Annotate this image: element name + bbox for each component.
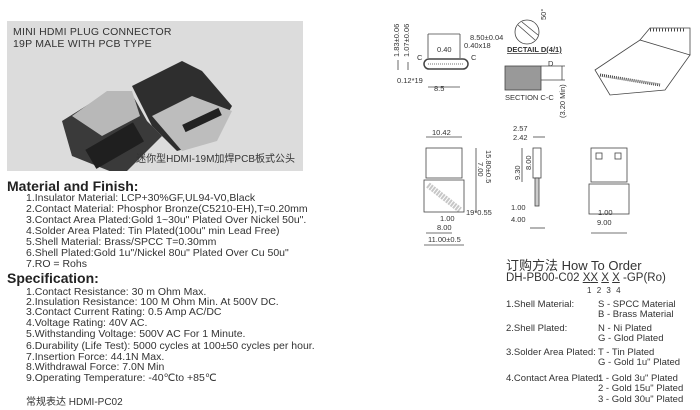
bottom-view-body [590,147,628,183]
material-item: 6.Shell Plated:Gold 1u"/Nickel 80u" Plat… [26,247,289,259]
dim-text: D [548,59,554,68]
specification-heading: Specification: [7,270,99,286]
bottom-view-pins [588,183,630,215]
material-item: 1.Insulator Material: LCP+30%GF,UL94-V0,… [26,192,256,204]
dim-text: C [471,53,477,62]
dim-text: 4.00 [511,215,526,224]
dim-text: 1.83±0.06 [392,24,401,57]
spec-item: 8.Withdrawal Force: 7.0N Min [26,361,165,373]
spec-item: 3.Contact Current Rating: 0.5 Amp AC/DC [26,306,222,318]
order-group-label: 4.Contact Area Plated: [506,373,602,384]
dim-text: 7.00 [476,162,485,177]
spec-item: 5.Withstanding Voltage: 500V AC For 1 Mi… [26,328,246,340]
dim-text: 9.30 [513,165,522,180]
code-slot-3: X [601,272,609,284]
spec-item: 2.Insulation Resistance: 100 M Ohm Min. … [26,296,279,308]
material-item: 2.Contact Material: Phosphor Bronze(C521… [26,203,308,215]
code-slot-4: X [612,272,620,284]
side-view-body [532,147,542,179]
dim-text: 2.57 [513,124,528,133]
connector-photo-illustration [62,61,232,176]
order-option: N - Ni Plated [598,323,652,334]
material-item: 3.Contact Area Plated:Gold 1~30u" Plated… [26,214,307,226]
order-group-label: 3.Solder Area Plated: [506,347,596,358]
product-title-line1: MINI HDMI PLUG CONNECTOR [13,26,172,38]
order-option: G - Gold 1u" Plated [598,357,681,368]
detail-label: DECTAIL D(4/1) [507,45,562,54]
dim-text: 2.42 [513,133,528,142]
model-footer: 常规表达 HDMI-PC02 [26,397,123,408]
order-option: G - Glod Plated [598,333,664,344]
top-view-body [425,147,463,179]
dim-text: 10.42 [432,128,451,137]
dim-text: 0.40x18 [464,41,491,50]
dim-text: 0.12*19 [397,76,423,85]
position-3: 3 [606,286,611,295]
order-option: 2 - Gold 15u" Plated [598,383,684,394]
material-item: 7.RO = Rohs [26,258,87,270]
dim-text: 1.00 [440,214,455,223]
section-view [504,65,542,91]
top-view-pins [423,179,465,213]
order-heading: 订购方法 How To Order [506,258,642,273]
dim-text: 11.00±0.5 [428,235,461,244]
spec-item: 9.Operating Temperature: -40℃to +85℃ [26,372,217,384]
technical-drawings: 8.50±0.04 0.40x18 0.40 C C 0.12*19 8.5 1… [392,9,691,246]
order-group-label: 2.Shell Plated: [506,323,568,334]
dim-text: 8.50±0.04 [470,33,503,42]
material-item: 4.Solder Area Plated: Tin Plated(100u" m… [26,225,280,237]
dim-text: 50° [539,9,548,20]
dim-text: 8.5 [434,84,444,93]
product-title-line2: 19P MALE WITH PCB TYPE [13,38,152,50]
spec-item: 4.Voltage Rating: 40V AC. [26,317,148,329]
product-photo: MINI HDMI PLUG CONNECTOR 19P MALE WITH P… [7,21,303,176]
code-positions: 1 2 3 4 [587,286,621,295]
order-option: 3 - Gold 30u" Plated [598,394,684,405]
code-prefix: DH-PB00-C02 [506,272,580,284]
dim-text: 15.80±0.5 [484,150,493,183]
dim-text: 19*0.55 [466,208,492,217]
order-option: T - Tin Plated [598,347,655,358]
dim-text: 1.00 [598,208,613,217]
dim-text: 1.07±0.06 [402,24,411,57]
dim-text: 0.40 [437,45,452,54]
material-heading: Material and Finish: [7,178,139,194]
dim-text: (3.20 Min) [558,84,567,118]
dim-text: 8.00 [524,155,533,170]
spec-item: 7.Insertion Force: 44.1N Max. [26,351,165,363]
product-caption: 迷你型HDMI-19M加焊PCB板式公头 [136,154,295,165]
position-1: 1 [587,286,592,295]
dim-text: 9.00 [597,218,612,227]
spec-item: 6.Durability (Life Test): 5000 cycles at… [26,340,315,352]
code-slot-2: X [590,272,599,284]
dim-text: 8.00 [437,223,452,232]
order-option: B - Brass Material [598,309,674,320]
section-label: SECTION C-C [505,93,554,102]
dim-text: 1.00 [511,203,526,212]
position-4: 4 [616,286,621,295]
spec-item: 1.Contact Resistance: 30 m Ohm Max. [26,286,207,298]
code-suffix: -GP(Ro) [623,272,666,284]
order-option: 1 - Gold 3u" Plated [598,373,678,384]
code-slot-1: X [582,272,591,284]
material-item: 5.Shell Material: Brass/SPCC T=0.30mm [26,236,217,248]
order-code: DH-PB00-C02 XX X X -GP(Ro) [506,272,666,284]
order-group-label: 1.Shell Material: [506,299,575,310]
position-2: 2 [596,286,602,295]
detail-circle [514,19,540,45]
front-view-outline [423,58,469,70]
order-option: S - SPCC Material [598,299,676,310]
dim-text: C [417,53,423,62]
